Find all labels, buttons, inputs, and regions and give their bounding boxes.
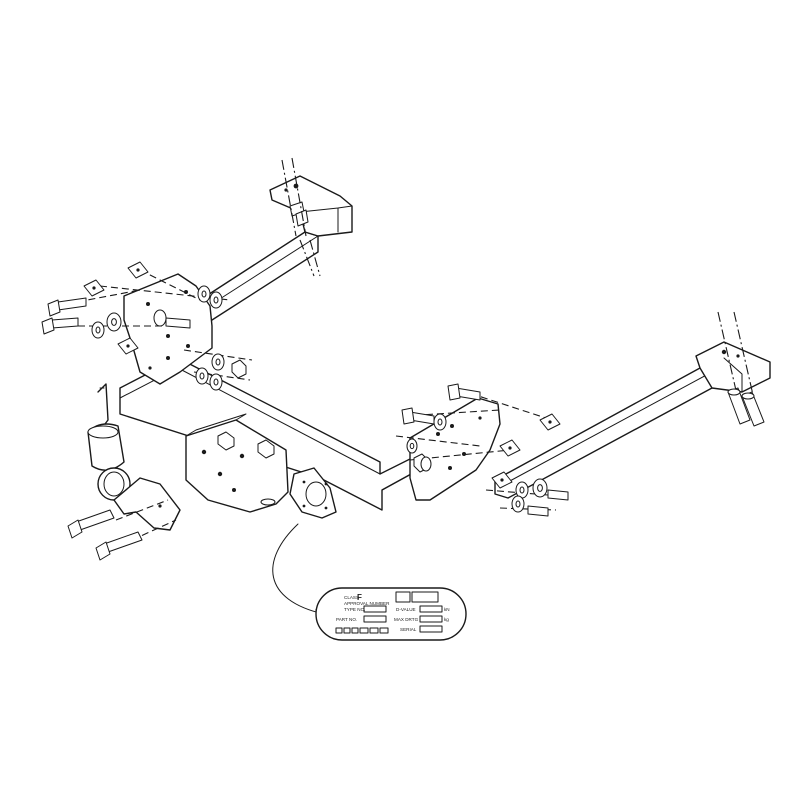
center-bracket bbox=[185, 413, 289, 513]
tow-ball-bolts bbox=[67, 499, 177, 561]
plate-class-value: F bbox=[357, 593, 362, 602]
plate-max-unit: kg bbox=[444, 617, 449, 622]
right-side-plate bbox=[409, 397, 501, 501]
left-arm-centerlines bbox=[281, 157, 321, 277]
plate-part-label: PART NO. bbox=[336, 617, 357, 622]
socket-plate bbox=[289, 467, 337, 519]
plate-serial-label: SERIAL bbox=[400, 627, 417, 632]
right-mounting-arm bbox=[494, 341, 771, 499]
right-arm-bolts bbox=[727, 387, 765, 427]
plate-max-label: MAX DRTG bbox=[394, 617, 419, 622]
plate-d-value-label: D-VALUE bbox=[396, 607, 416, 612]
plate-class-label: CLASS bbox=[344, 595, 359, 600]
plate-approval-label: APPROVAL NUMBER bbox=[344, 601, 390, 606]
right-arm-centerlines bbox=[717, 311, 757, 409]
left-mounting-arm bbox=[199, 175, 353, 321]
right-plate-fasteners bbox=[395, 383, 569, 517]
plate-type-label: TYPE NO. bbox=[344, 607, 365, 612]
plate-d-value-unit: kN bbox=[444, 607, 450, 612]
identification-plate: CLASS F APPROVAL NUMBER TYPE NO. D-VALUE… bbox=[315, 587, 467, 641]
tow-ball-assembly bbox=[87, 383, 181, 531]
left-plate-fasteners bbox=[41, 261, 253, 391]
